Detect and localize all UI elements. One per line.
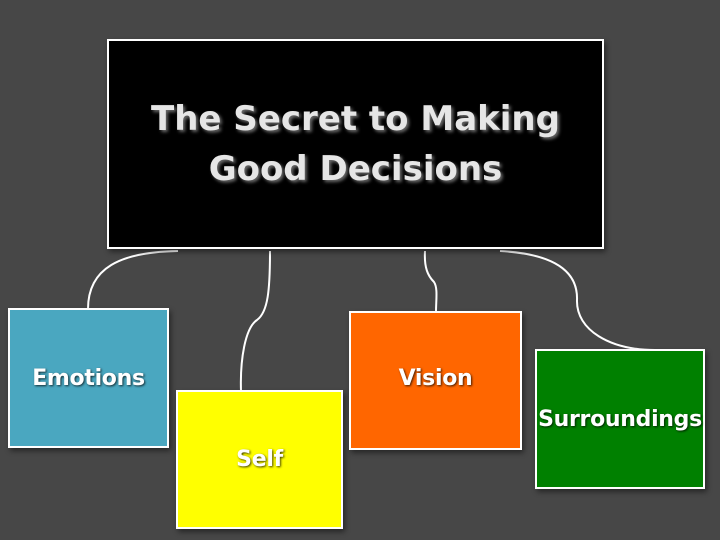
node-emotions: Emotions xyxy=(8,308,169,448)
node-self-label: Self xyxy=(236,447,283,472)
node-emotions-label: Emotions xyxy=(32,365,145,391)
node-vision: Vision xyxy=(349,311,522,450)
connector-vision xyxy=(423,250,438,313)
title-line-2: Good Decisions xyxy=(208,149,503,189)
title-box: The Secret to Making Good Decisions xyxy=(107,39,604,249)
connector-self xyxy=(239,250,271,392)
title-text: The Secret to Making Good Decisions xyxy=(151,94,560,194)
connector-emotions xyxy=(87,250,179,310)
node-vision-label: Vision xyxy=(398,366,473,391)
title-line-1: The Secret to Making xyxy=(151,99,560,139)
node-self: Self xyxy=(176,390,343,529)
connector-surroundings xyxy=(499,250,656,351)
node-surroundings-label: Surroundings xyxy=(538,406,702,432)
node-surroundings: Surroundings xyxy=(535,349,705,489)
